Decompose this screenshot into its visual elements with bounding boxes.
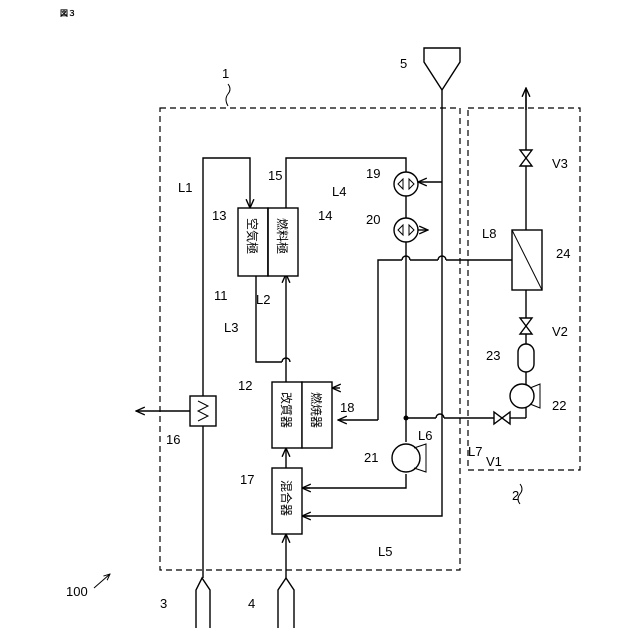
tank-4 bbox=[278, 578, 294, 628]
ref-21: 21 bbox=[364, 450, 378, 465]
combustor-label: 燃焼器 bbox=[309, 392, 324, 428]
figure-label: 図３ bbox=[60, 9, 76, 18]
label-V2: V2 bbox=[552, 324, 568, 339]
ref-19: 19 bbox=[366, 166, 380, 181]
line-L3 bbox=[256, 276, 282, 362]
label-L8: L8 bbox=[482, 226, 496, 241]
tank-3 bbox=[196, 578, 210, 628]
ref-14: 14 bbox=[318, 208, 332, 223]
tank-5 bbox=[424, 48, 460, 90]
label-L6: L6 bbox=[418, 428, 432, 443]
label-V1: V1 bbox=[486, 454, 502, 469]
component-23 bbox=[518, 344, 534, 372]
reformer-label: 改質器 bbox=[279, 392, 294, 428]
crossover-L6 bbox=[436, 414, 444, 418]
valve-V1[interactable] bbox=[494, 412, 510, 424]
ref-22: 22 bbox=[552, 398, 566, 413]
label-L5: L5 bbox=[378, 544, 392, 559]
ref-1: 1 bbox=[222, 66, 229, 81]
ref-4: 4 bbox=[248, 596, 255, 611]
ref-3: 3 bbox=[160, 596, 167, 611]
label-V3: V3 bbox=[552, 156, 568, 171]
valve-V2[interactable] bbox=[520, 318, 532, 334]
ref-16: 16 bbox=[166, 432, 180, 447]
line-L4 bbox=[286, 158, 406, 208]
label-L7: L7 bbox=[468, 444, 482, 459]
label-L1: L1 bbox=[178, 180, 192, 195]
ref-13: 13 bbox=[212, 208, 226, 223]
ref-11: 11 bbox=[214, 288, 228, 303]
ref-24: 24 bbox=[556, 246, 570, 261]
ref-2: 2 bbox=[512, 488, 519, 503]
ref-100-arrow bbox=[94, 574, 110, 588]
valve-V3[interactable] bbox=[520, 150, 532, 166]
line-L5 bbox=[304, 182, 442, 516]
heat-exchanger-16 bbox=[190, 396, 216, 426]
ref-23: 23 bbox=[486, 348, 500, 363]
label-L2: L2 bbox=[256, 292, 270, 307]
label-L3: L3 bbox=[224, 320, 238, 335]
ref-18: 18 bbox=[340, 400, 354, 415]
line-to-combustor bbox=[378, 260, 402, 420]
label-L4: L4 bbox=[332, 184, 346, 199]
leader-1 bbox=[226, 84, 230, 106]
ref-17: 17 bbox=[240, 472, 254, 487]
ref-15: 15 bbox=[268, 168, 282, 183]
ref-5: 5 bbox=[400, 56, 407, 71]
ref-20: 20 bbox=[366, 212, 380, 227]
ref-12: 12 bbox=[238, 378, 252, 393]
ref-100: 100 bbox=[66, 584, 88, 599]
air-electrode-label: 空気極 bbox=[245, 218, 260, 254]
mixer-label: 混合器 bbox=[279, 480, 294, 516]
line-pump21-to-mixer bbox=[304, 474, 406, 488]
fuel-electrode-label: 燃料極 bbox=[275, 218, 290, 254]
pump-21 bbox=[392, 444, 420, 472]
